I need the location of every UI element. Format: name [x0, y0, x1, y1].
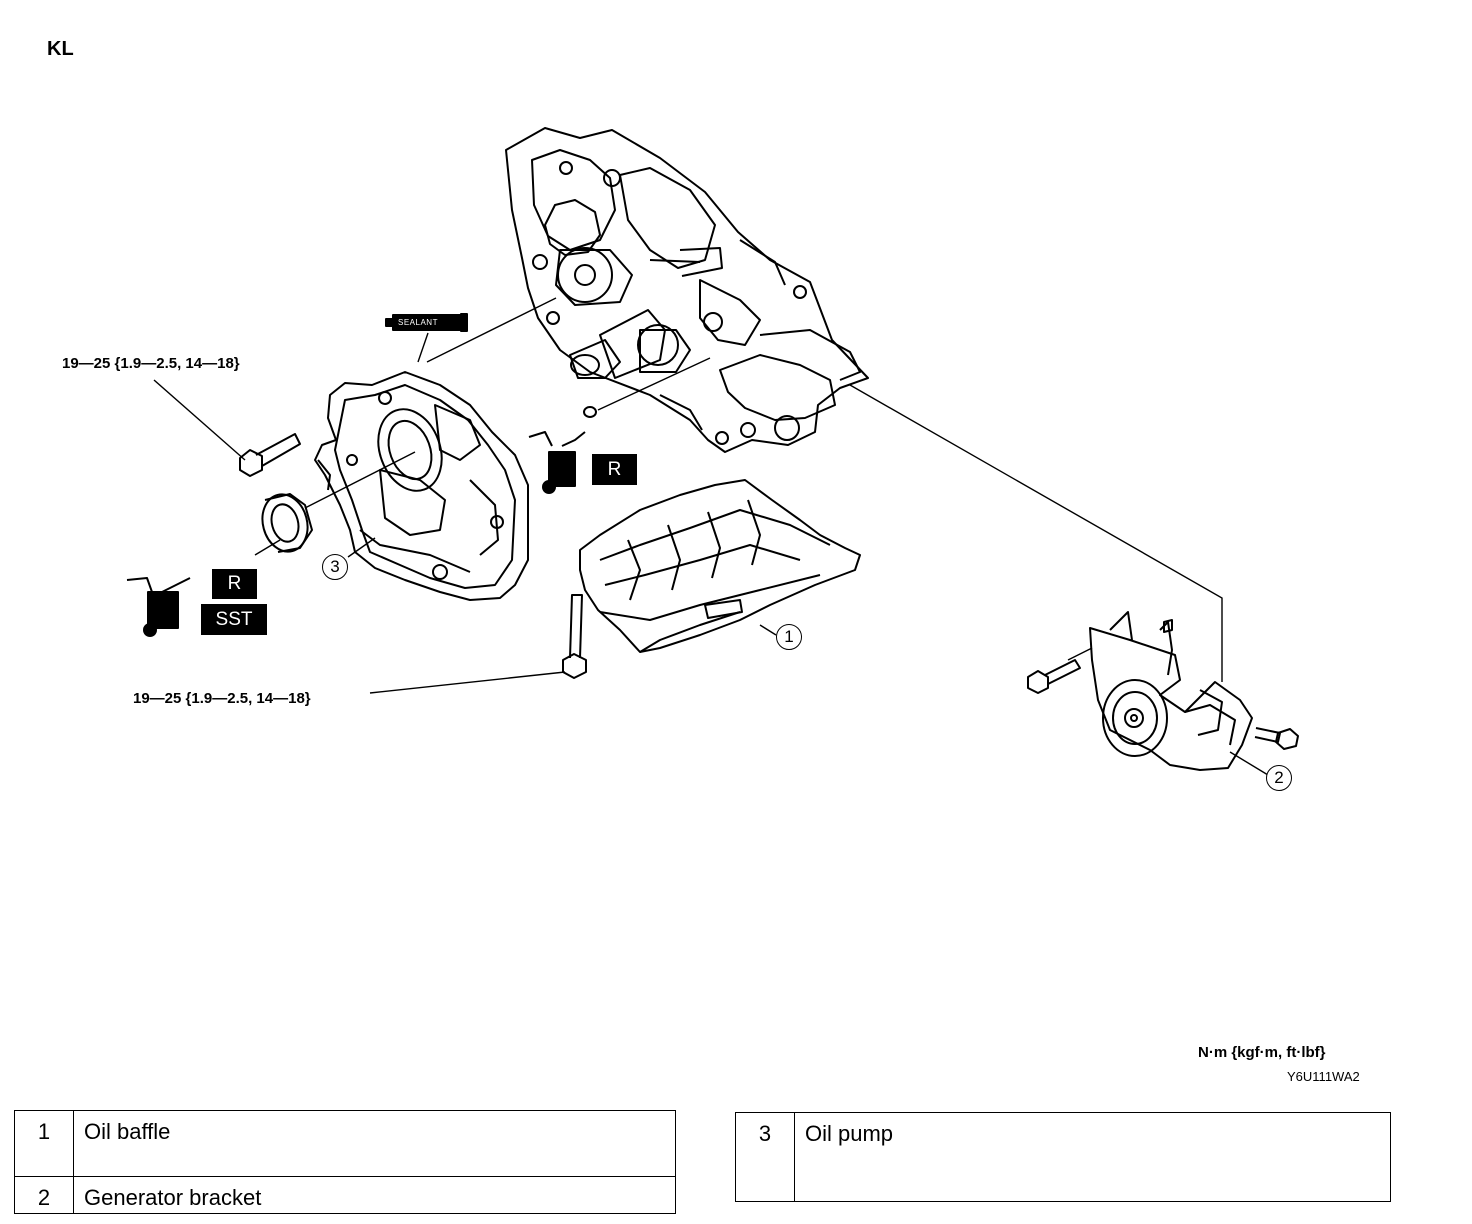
- bolt-drawings: [239, 433, 1299, 750]
- callout-1: 1: [776, 624, 802, 650]
- figure-code: Y6U111WA2: [1287, 1069, 1360, 1084]
- grease-symbol-1: [528, 431, 586, 494]
- leader-oil-seal-badge: [254, 539, 281, 556]
- engine-block: [505, 127, 869, 453]
- legend-number: 3: [735, 1112, 795, 1202]
- generator-bracket-drawing: [1089, 611, 1253, 771]
- callout-3: 3: [322, 554, 348, 580]
- replace-badge-o-ring: R: [592, 454, 637, 485]
- leader-callout-1: [759, 624, 777, 636]
- legend-row: 3 Oil pump: [735, 1112, 1391, 1202]
- callout-2: 2: [1266, 765, 1292, 791]
- special-tool-badge: SST: [201, 604, 267, 635]
- leader-callout-3: [347, 537, 376, 558]
- sealant-label: SEALANT: [398, 318, 438, 327]
- model-code: KL: [47, 38, 74, 60]
- legend-part-name: Generator bracket: [73, 1176, 676, 1214]
- legend-number: 1: [14, 1110, 74, 1177]
- leader-o-ring-alignment: [597, 357, 711, 411]
- legend-table-right: 3 Oil pump: [735, 1112, 1391, 1202]
- legend-part-name: Oil baffle: [73, 1110, 676, 1177]
- leader-sealant: [417, 332, 429, 363]
- legend-number: 2: [14, 1176, 74, 1214]
- oil-pump-drawing: [314, 371, 529, 601]
- leader-generator-bracket: [849, 384, 1223, 682]
- torque-spec-upper: 19—25 {1.9—2.5, 14—18}: [62, 355, 240, 372]
- leader-callout-2: [1229, 751, 1269, 776]
- o-ring-drawing: [583, 406, 597, 418]
- leader-torque-1: [153, 379, 246, 461]
- leader-torque-2: [369, 671, 566, 694]
- oil-baffle-drawing: [579, 479, 861, 653]
- replace-badge-oil-seal: R: [212, 569, 257, 599]
- oil-seal-drawing: [261, 493, 313, 553]
- leader-oil-seal-alignment: [304, 451, 416, 509]
- legend-row: 1 Oil baffle: [14, 1110, 676, 1177]
- legend-table-left: 1 Oil baffle 2 Generator bracket: [14, 1110, 676, 1214]
- grease-symbol-2: [126, 577, 191, 637]
- sealant-tube: [385, 313, 468, 332]
- leader-bolt-bracket: [1067, 647, 1093, 661]
- legend-row: 2 Generator bracket: [14, 1176, 676, 1214]
- leader-oil-pump-alignment: [426, 297, 557, 363]
- torque-spec-lower: 19—25 {1.9—2.5, 14—18}: [133, 690, 311, 707]
- legend-part-name: Oil pump: [794, 1112, 1391, 1202]
- units-note: N·m {kgf·m, ft·lbf}: [1198, 1044, 1326, 1061]
